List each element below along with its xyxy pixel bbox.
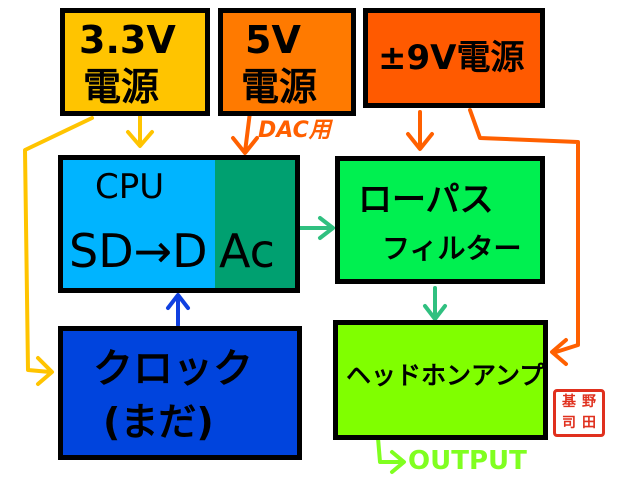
wire-3v3-to-cpu (126, 113, 154, 148)
power-9v-box: ±9V電源 (363, 8, 545, 108)
wire-lowpass-to-amp (423, 286, 447, 321)
cpu-dac-box: CPU SD→D Ac (58, 155, 300, 293)
dac-label: Ac (219, 224, 275, 278)
dac-section (215, 160, 295, 288)
wire-cpu-to-lowpass (298, 216, 335, 240)
lowpass-label-line2: フィルター (382, 232, 522, 265)
wire-5v-to-dac (231, 110, 259, 155)
wire-amp-to-output (376, 436, 406, 474)
power-3v3-voltage: 3.3V (79, 18, 176, 62)
stamp-char-3: 基 (562, 394, 576, 410)
power-3v3-box: 3.3V 電源 (60, 8, 210, 116)
headphone-amp-label: ヘッドホンアンプ (346, 361, 545, 390)
power-5v-voltage: 5V (245, 18, 301, 62)
clock-status: (まだ) (103, 400, 214, 444)
stamp-char-1: 野 (582, 394, 596, 410)
stamp-char-4: 司 (562, 415, 576, 431)
wire-9v-to-lowpass (406, 110, 434, 151)
power-3v3-label: 電源 (83, 65, 160, 109)
lowpass-filter-box: ローパス フィルター (335, 156, 545, 284)
clock-label: クロック (93, 346, 253, 392)
power-5v-box: 5V 電源 (218, 8, 356, 116)
output-label: OUTPUT (408, 446, 527, 476)
headphone-amp-box: ヘッドホンアンプ (333, 320, 548, 440)
cpu-flow-label: SD→D (69, 224, 208, 278)
clock-box: クロック (まだ) (58, 326, 302, 460)
cpu-label: CPU (95, 167, 165, 207)
wire-clock-to-cpu (166, 293, 190, 327)
power-9v-label: ±9V電源 (378, 38, 525, 78)
dac-power-note: DAC用 (258, 118, 331, 143)
power-5v-label: 電源 (241, 65, 318, 109)
lowpass-label-line1: ローパス (358, 180, 494, 220)
stamp-char-2: 田 (582, 415, 596, 431)
signature-stamp: 野 田 基 司 (553, 389, 605, 437)
